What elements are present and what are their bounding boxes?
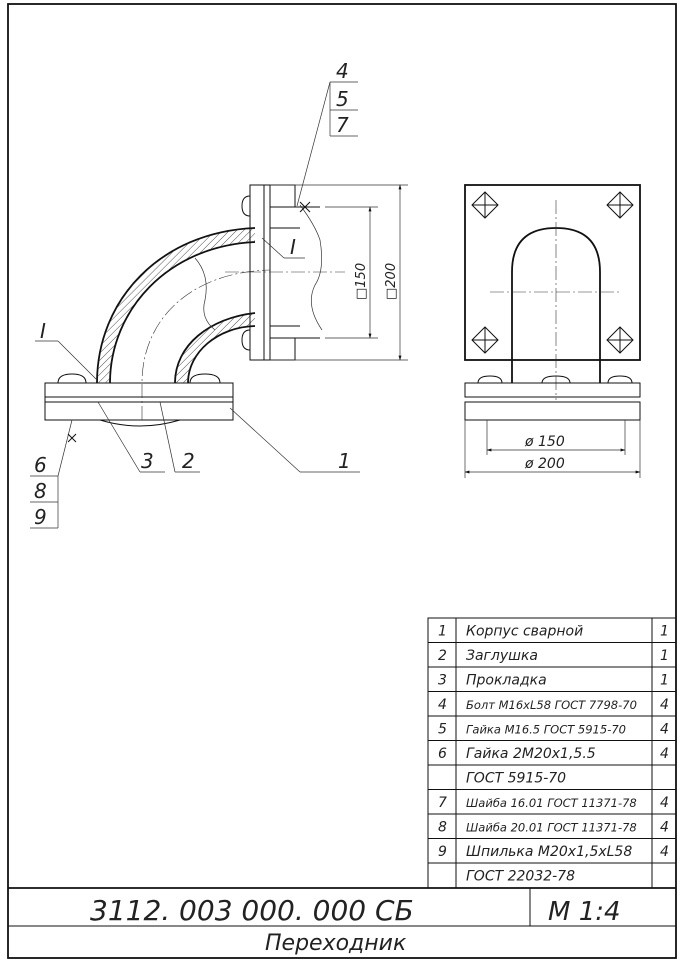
detail-label-top: I xyxy=(290,235,296,259)
spec-row-name: Болт М16xL58 ГОСТ 7798-70 xyxy=(466,698,637,712)
spec-row-name: Корпус сварной xyxy=(466,624,583,640)
spec-row-name: Гайка 2М20x1,5.5 xyxy=(466,746,596,762)
spec-row-pos: 9 xyxy=(438,844,447,860)
leader-label-7: 7 xyxy=(336,113,349,137)
spec-row-name: Гайка М16.5 ГОСТ 5915-70 xyxy=(466,723,626,737)
bottom-flange-lower xyxy=(44,401,234,421)
spec-row-qty: 4 xyxy=(660,746,669,762)
leader-label-9: 9 xyxy=(34,505,47,529)
leader-label-5: 5 xyxy=(336,87,349,111)
spec-row-qty: 4 xyxy=(660,844,669,860)
spec-row-name: Шайба 16.01 ГОСТ 11371-78 xyxy=(466,796,637,810)
spec-row-pos: 7 xyxy=(438,795,447,811)
spec-row-pos: 8 xyxy=(438,820,447,836)
dim-150-vertical: □150 xyxy=(354,263,369,300)
spec-row-qty: 1 xyxy=(660,673,669,689)
part-label-3: 3 xyxy=(141,449,154,473)
spec-row-qty: 4 xyxy=(660,795,669,811)
spec-row-name: Шпилька М20x1,5xL58 xyxy=(466,844,632,860)
drawing-designation: 3112. 003 000. 000 СБ xyxy=(90,894,414,927)
detail-label-left: I xyxy=(40,319,46,343)
spec-row-qty: 1 xyxy=(660,648,669,664)
spec-row-qty: 4 xyxy=(660,722,669,738)
side-flange xyxy=(249,184,265,361)
spec-row-qty: 4 xyxy=(660,820,669,836)
dim-200-horizontal: ø 200 xyxy=(524,456,565,472)
spec-row-pos: 1 xyxy=(438,624,447,640)
title-block xyxy=(8,887,676,927)
spec-row-pos: 4 xyxy=(438,697,447,713)
part-label-2: 2 xyxy=(182,449,195,473)
spec-row-qty: 4 xyxy=(660,697,669,713)
drawing-scale: М 1:4 xyxy=(548,897,621,927)
bottom-flange-upper xyxy=(44,382,234,398)
spec-row-name: ГОСТ 5915-70 xyxy=(466,771,566,787)
spec-row-name: Заглушка xyxy=(466,648,538,664)
spec-row-pos: 5 xyxy=(438,722,447,738)
spec-row-name: ГОСТ 22032-78 xyxy=(466,869,575,885)
part-label-1: 1 xyxy=(338,449,351,473)
spec-row-pos: 3 xyxy=(438,673,447,689)
side-view xyxy=(464,184,641,478)
dim-200-vertical: □200 xyxy=(384,263,399,300)
spec-row-pos: 6 xyxy=(438,746,447,762)
spec-row-name: Шайба 20.01 ГОСТ 11371-78 xyxy=(466,821,637,835)
spec-row-qty: 1 xyxy=(660,624,669,640)
leader-label-8: 8 xyxy=(34,479,47,503)
spec-table: 1 Корпус сварной 1 2 Заглушка 1 3 Прокладка 1 4 Бо… xyxy=(427,617,677,889)
spec-row-pos: 2 xyxy=(438,648,447,664)
side-flange-square xyxy=(464,184,641,361)
leader-label-4: 4 xyxy=(336,59,349,83)
dim-150-horizontal: ø 150 xyxy=(524,434,565,450)
spec-row-name: Прокладка xyxy=(466,673,547,689)
drawing-name: Переходник xyxy=(265,931,407,956)
leader-label-6: 6 xyxy=(34,453,47,477)
front-view xyxy=(30,81,408,529)
sheet-border xyxy=(7,3,677,959)
